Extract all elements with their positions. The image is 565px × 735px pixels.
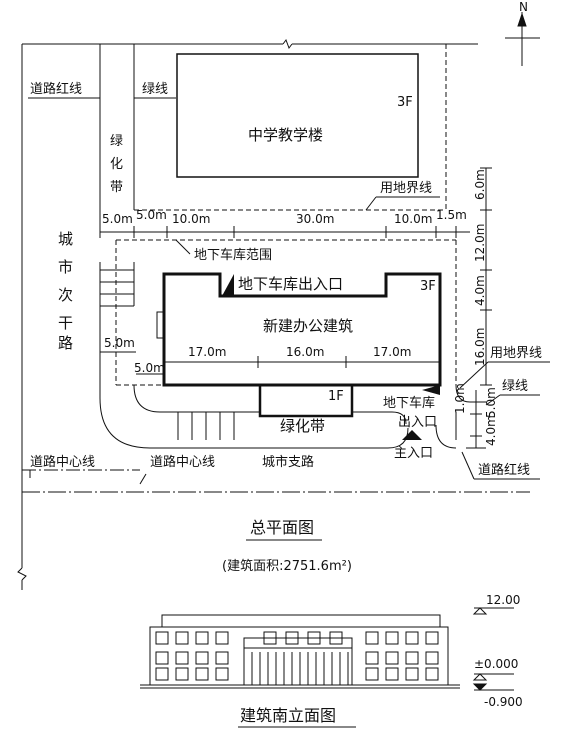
dim-top-5: 10.0m: [394, 212, 432, 226]
dim-right-1: 6.0m: [473, 169, 487, 200]
office-building-label: 新建办公建筑: [263, 317, 353, 335]
level-top: 12.00: [486, 593, 520, 607]
land-boundary-label-top: 用地界线: [380, 181, 432, 196]
elevation-window: [175, 631, 189, 645]
main-entrance-icon: [402, 430, 422, 440]
school-building: [176, 53, 419, 178]
city-road-char-3: 次: [58, 286, 73, 304]
garage-entrance-north-label: 地下车库出入口: [238, 275, 343, 293]
elevation-window: [385, 631, 399, 645]
elevation-window: [175, 667, 189, 681]
plan-title: 总平面图: [250, 518, 314, 537]
elevation-window: [215, 651, 229, 665]
dim-top-6: 1.5m: [436, 208, 467, 222]
garage-entrance-marker-south: [422, 385, 440, 395]
elevation-window: [365, 631, 379, 645]
elevation-window: [385, 667, 399, 681]
elevation-window: [425, 651, 439, 665]
garage-entrance-south-1: 地下车库: [383, 395, 435, 411]
garage-range-label: 地下车库范围: [194, 247, 272, 263]
dim-top-3: 10.0m: [172, 212, 210, 226]
annex-floors: 1F: [328, 389, 344, 404]
dim-right-3: 4.0m: [473, 275, 487, 306]
elevation-window: [425, 667, 439, 681]
elevation-window: [175, 651, 189, 665]
road-red-line-label-left: 道路红线: [30, 81, 82, 97]
north-arrow-icon: [505, 12, 540, 66]
elevation-window: [155, 631, 169, 645]
city-road-char-1: 城: [58, 230, 73, 248]
elevation-window: [425, 631, 439, 645]
city-road-char-2: 市: [58, 258, 73, 276]
school-building-label: 中学教学楼: [248, 126, 323, 144]
green-belt-bottom-label: 绿化带: [280, 417, 325, 435]
dim-right-2: 12.0m: [473, 224, 487, 262]
level-ground: -0.900: [484, 695, 523, 709]
school-floors: 3F: [397, 95, 413, 110]
land-boundary-label-right: 用地界线: [490, 346, 542, 361]
elevation-window: [263, 631, 277, 645]
office-floors: 3F: [420, 279, 436, 294]
elevation-window: [285, 631, 299, 645]
north-label: N: [519, 0, 528, 14]
elevation-window: [405, 631, 419, 645]
elevation-window: [365, 667, 379, 681]
elevation-window: [329, 631, 343, 645]
elevation-window: [195, 631, 209, 645]
elevation-window: [385, 651, 399, 665]
dim-right-4: 16.0m: [473, 328, 487, 366]
garage-entrance-marker-north: [222, 274, 234, 296]
parking-stalls-bottom: [177, 412, 235, 440]
office-building: [162, 272, 442, 387]
road-center-label-right: 道路中心线: [150, 454, 215, 470]
elevation-window: [195, 651, 209, 665]
elevation-title: 建筑南立面图: [240, 706, 336, 725]
dim-building-1: 17.0m: [188, 345, 226, 359]
green-line-label-top: 绿线: [142, 82, 168, 97]
dim-top-1: 5.0m: [102, 212, 133, 226]
green-belt-char-2: 化: [110, 157, 123, 172]
level-zero: ±0.000: [474, 657, 518, 671]
elevation-window: [405, 651, 419, 665]
elevation-window: [365, 651, 379, 665]
dim-building-2: 16.0m: [286, 345, 324, 359]
elevation-window: [215, 631, 229, 645]
dim-right-small-3: 4.0m: [484, 415, 498, 446]
dim-building-3: 17.0m: [373, 345, 411, 359]
dim-top-4: 30.0m: [296, 212, 334, 226]
green-line-label-right: 绿线: [502, 379, 528, 394]
parking-stalls-left: [99, 262, 135, 398]
dim-right-small-1: 1.0m: [453, 383, 467, 414]
elevation-window: [307, 631, 321, 645]
area-note: (建筑面积:2751.6m²): [222, 558, 352, 574]
elevation-window: [155, 667, 169, 681]
dim-left-5m-lower: 5.0m: [134, 361, 165, 375]
green-belt-char-3: 带: [110, 180, 123, 195]
dim-left-5m-upper: 5.0m: [104, 336, 135, 350]
city-road-char-5: 路: [58, 334, 73, 352]
elevation-window: [215, 667, 229, 681]
road-center-label-left: 道路中心线: [30, 454, 95, 470]
elevation-window: [195, 667, 209, 681]
elevation-window: [405, 667, 419, 681]
dim-right-small-2: 5.0m: [484, 387, 498, 418]
green-belt-char-1: 绿: [110, 134, 123, 149]
annex-building: [258, 383, 354, 418]
elevation-windows: [155, 631, 439, 685]
road-red-line-label-right: 道路红线: [478, 462, 530, 478]
dim-top-2: 5.0m: [136, 208, 167, 222]
city-branch-road-label: 城市支路: [262, 454, 314, 470]
main-entrance-label: 主入口: [394, 446, 433, 461]
city-road-char-4: 干: [58, 314, 73, 332]
elevation-window: [155, 651, 169, 665]
garage-entrance-south-2: 出入口: [398, 415, 437, 430]
